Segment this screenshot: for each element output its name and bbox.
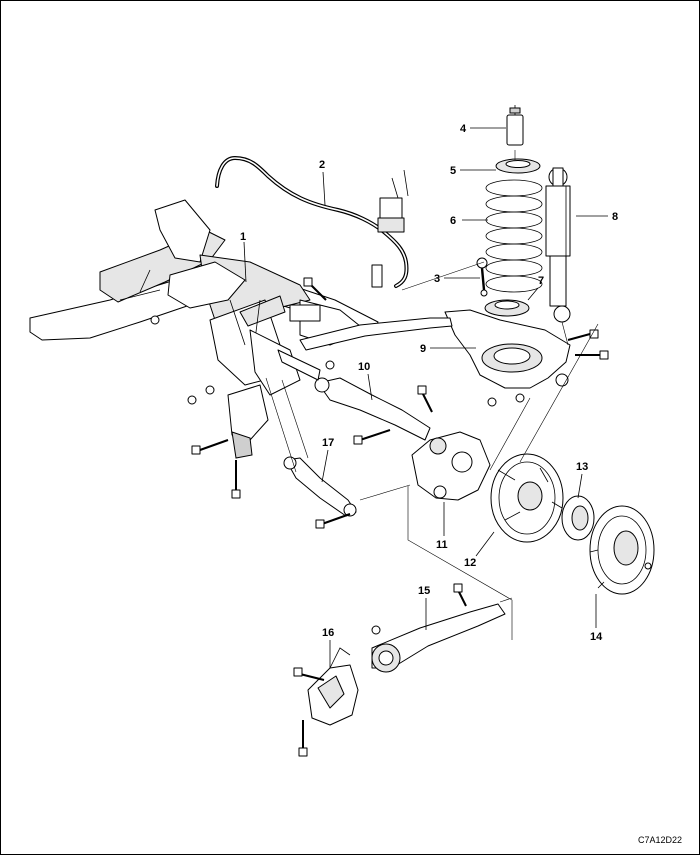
callout-17: 17 <box>322 437 334 449</box>
lower-control-arm-part <box>299 309 571 389</box>
callout-16: 16 <box>322 627 334 639</box>
coil-spring-part <box>485 179 543 293</box>
drawing-code: C7A12D22 <box>638 835 682 845</box>
knuckle-part <box>411 431 491 501</box>
callout-labels: 1 2 3 4 5 6 7 8 9 10 11 12 13 14 15 16 1… <box>240 123 618 643</box>
callout-2: 2 <box>319 159 325 171</box>
callout-5: 5 <box>450 165 456 177</box>
leader-lines <box>243 127 608 668</box>
callout-1: 1 <box>240 231 246 243</box>
callout-8: 8 <box>612 211 618 223</box>
callout-3: 3 <box>434 273 440 285</box>
callout-6: 6 <box>450 215 456 227</box>
callout-9: 9 <box>420 343 426 355</box>
lateral-link-part <box>283 456 357 517</box>
callout-14: 14 <box>590 631 603 643</box>
top-mount-part <box>506 105 524 146</box>
toe-link-part <box>277 349 431 441</box>
stabilizer-bar-part <box>215 155 409 288</box>
callout-11: 11 <box>436 539 448 551</box>
callout-10: 10 <box>358 361 370 373</box>
brake-disc-part <box>589 505 655 595</box>
callout-4: 4 <box>460 123 467 135</box>
callout-12: 12 <box>464 557 476 569</box>
assembly-guide-lines <box>265 150 599 640</box>
callout-7: 7 <box>538 275 544 287</box>
hub-bearing-part <box>551 495 595 541</box>
callout-15: 15 <box>418 585 430 597</box>
stabilizer-link-part <box>476 257 488 297</box>
shock-absorber-part <box>545 167 571 323</box>
bolts-group <box>150 277 652 757</box>
trailing-arm-part <box>371 603 506 673</box>
callout-13: 13 <box>576 461 588 473</box>
backing-plate-part <box>490 453 564 543</box>
